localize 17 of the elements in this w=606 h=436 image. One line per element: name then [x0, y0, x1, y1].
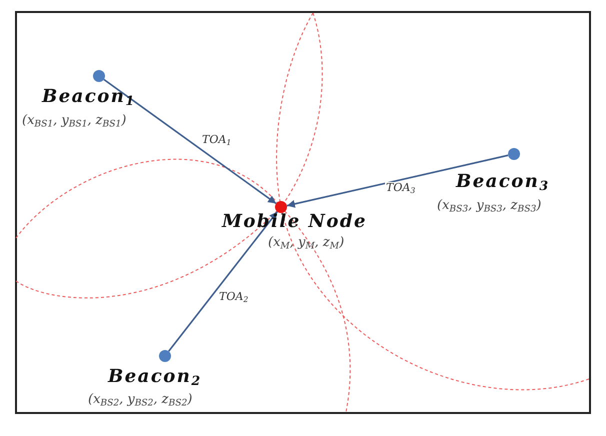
arrow [286, 154, 508, 208]
beacon-dot [159, 350, 171, 362]
arrow [103, 78, 277, 204]
coordinates-label: (x$_{BS3}$, y$_{BS3}$, z$_{BS3}$) [437, 199, 542, 214]
beacon-dot [508, 148, 520, 160]
coordinates-label: (x$_{M}$, y$_{M}$, z$_{M}$) [268, 236, 344, 251]
beacon-name: Beacon$_{2}$ [108, 367, 202, 388]
beacon-name: Beacon$_{3}$ [456, 172, 550, 193]
edge-label: TOA$_{3}$ [385, 182, 416, 194]
coordinates-label: (x$_{BS2}$, y$_{BS2}$, z$_{BS2}$) [88, 393, 192, 408]
coordinates-label: (x$_{BS1}$, y$_{BS1}$, z$_{BS1}$) [22, 114, 126, 129]
beacon-name: Beacon$_{1}$ [42, 87, 136, 108]
edge-label: TOA$_{2}$ [218, 291, 250, 304]
arrow [168, 211, 278, 352]
beacon-dot [93, 70, 105, 82]
mobile-node-dot [275, 201, 287, 213]
edge-label: TOA$_{1}$ [201, 134, 232, 146]
